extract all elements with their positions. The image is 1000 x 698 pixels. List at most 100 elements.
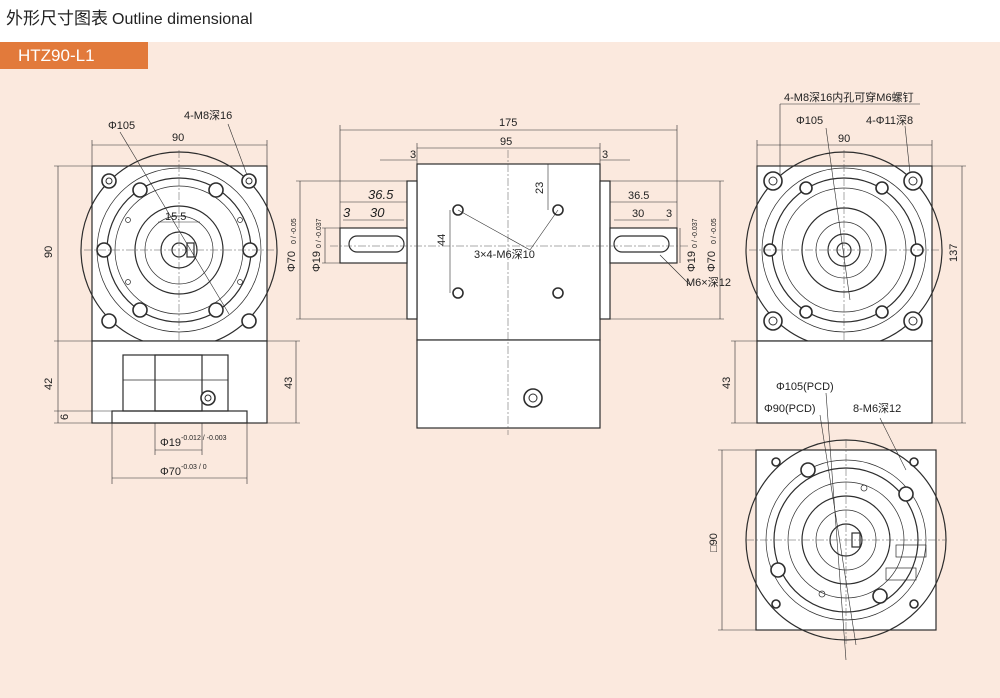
right-height-label: 137 bbox=[948, 244, 960, 262]
front-ring-bolt bbox=[132, 182, 148, 198]
title-en: Outline dimensional bbox=[112, 11, 253, 28]
front-phi105-label: Φ105 bbox=[108, 120, 135, 132]
front-ring-bolt bbox=[208, 302, 224, 318]
bottom-corner-hole bbox=[909, 457, 919, 467]
front-shaft-body bbox=[154, 354, 203, 412]
side-lower-bolt bbox=[523, 388, 543, 408]
right-corner-bolt bbox=[763, 311, 783, 331]
front-dim6-label: 6 bbox=[59, 414, 71, 420]
bottom-corner-hole bbox=[909, 599, 919, 609]
front-corner-bolt bbox=[241, 313, 257, 329]
bottom-small-hole bbox=[818, 590, 826, 598]
side-left-shaft bbox=[339, 227, 408, 264]
bottom-ring-bolt bbox=[898, 486, 914, 502]
side-lower-bolt-inner bbox=[528, 393, 538, 403]
bottom-corner-hole bbox=[771, 599, 781, 609]
bottom-side-port bbox=[895, 544, 927, 558]
title-cn: 外形尺寸图表 bbox=[6, 9, 108, 29]
bottom-ring-bolt bbox=[770, 562, 786, 578]
side-phi19-right-tol: 0 / -0.037 bbox=[692, 218, 699, 248]
side-body-label: 95 bbox=[500, 136, 512, 148]
side-body bbox=[416, 163, 601, 341]
side-right-shaft bbox=[609, 227, 678, 264]
side-key-right-label: 30 bbox=[632, 208, 644, 220]
right-ring-bolt bbox=[799, 305, 813, 319]
bottom-corner-hole bbox=[771, 457, 781, 467]
side-view: 175 95 3 3 36.5 30 3 36.5 30 3 23 44 3×4… bbox=[286, 117, 731, 435]
right-corner-bolt bbox=[903, 171, 923, 191]
front-ring-bolt bbox=[208, 182, 224, 198]
right-ring-bolt bbox=[875, 305, 889, 319]
bottom-small-hole bbox=[860, 484, 868, 492]
bottom-square-label: □90 bbox=[708, 533, 720, 552]
bottom-pcd105-leader bbox=[825, 392, 847, 661]
front-corner-bolt bbox=[101, 313, 117, 329]
right-lower-housing bbox=[756, 340, 933, 424]
front-corner-bolt bbox=[101, 173, 117, 189]
side-end-thread-leader bbox=[659, 254, 691, 286]
side-shaft-left-label: 36.5 bbox=[368, 187, 394, 202]
bottom-side-port bbox=[885, 567, 917, 581]
right-ring-bolt bbox=[799, 181, 813, 195]
side-shaft-right-label: 36.5 bbox=[628, 190, 649, 202]
side-tapped-leader bbox=[457, 209, 531, 251]
right-holes-leader bbox=[904, 125, 911, 174]
side-phi19-left-label: Φ19 bbox=[311, 251, 323, 272]
side-end-thread-label: M6×深12 bbox=[686, 276, 731, 289]
front-small-hole bbox=[125, 217, 131, 223]
bottom-ring-bolt bbox=[800, 462, 816, 478]
right-holes-label: 4-Φ11深8 bbox=[866, 114, 913, 127]
right-corner-bolt bbox=[903, 311, 923, 331]
right-dim43-label: 43 bbox=[721, 377, 733, 389]
side-right-key bbox=[613, 235, 670, 253]
front-pilot-dia-label: Φ70 bbox=[160, 466, 181, 478]
bottom-pcd90-label: Φ90(PCD) bbox=[764, 403, 816, 415]
side-gap-right-label: 3 bbox=[602, 149, 608, 161]
right-corner-bolt-inner bbox=[908, 316, 918, 326]
side-tapped-label: 3×4-M6深10 bbox=[474, 248, 535, 261]
front-height-label: 90 bbox=[43, 246, 55, 258]
bottom-holes-label: 8-M6深12 bbox=[853, 402, 901, 415]
side-phi70-left-tol: 0 / -0.05 bbox=[291, 218, 298, 244]
side-phi70-right-tol: 0 / -0.05 bbox=[711, 218, 718, 244]
right-corner-bolt-inner bbox=[908, 176, 918, 186]
right-bolts-label: 4-M8深16内孔可穿M6螺钉 bbox=[784, 90, 914, 104]
right-corner-bolt-inner bbox=[768, 316, 778, 326]
front-width-label: 90 bbox=[172, 132, 184, 144]
front-small-hole bbox=[237, 217, 243, 223]
side-key-left-off-label: 3 bbox=[343, 205, 351, 220]
front-bolts-label: 4-M8深16 bbox=[184, 109, 232, 122]
bottom-pcd90-leader bbox=[819, 414, 857, 646]
front-side-bolt bbox=[200, 390, 216, 406]
front-small-hole bbox=[237, 279, 243, 285]
side-phi70-right-label: Φ70 bbox=[706, 251, 718, 272]
right-view: 4-M8深16内孔可穿M6螺钉 Φ105 4-Φ11深8 90 137 43 bbox=[721, 90, 966, 424]
side-phi19-left-tol: 0 / -0.037 bbox=[316, 218, 323, 248]
bottom-pcd105-label: Φ105(PCD) bbox=[776, 381, 834, 393]
front-small-hole bbox=[125, 279, 131, 285]
front-ring-bolt bbox=[132, 302, 148, 318]
side-total-label: 175 bbox=[499, 117, 517, 129]
side-tapped-leader bbox=[529, 209, 559, 251]
front-shaft-tol: -0.012 / -0.003 bbox=[181, 435, 227, 442]
front-shaft-dia-label: Φ19 bbox=[160, 437, 181, 449]
side-lower-body bbox=[416, 339, 601, 429]
front-bolt-leader bbox=[227, 123, 248, 176]
side-key-left-label: 30 bbox=[370, 205, 385, 220]
side-dim23-label: 23 bbox=[534, 182, 546, 194]
bottom-ring-bolt bbox=[872, 588, 888, 604]
front-side-bolt-inner bbox=[204, 394, 212, 402]
right-width-label: 90 bbox=[838, 133, 850, 145]
right-corner-bolt-inner bbox=[768, 176, 778, 186]
side-left-flange bbox=[406, 180, 418, 320]
front-phi105-leader bbox=[119, 131, 230, 315]
side-tapped-hole bbox=[552, 287, 564, 299]
right-ring-bolt bbox=[875, 181, 889, 195]
front-view: Φ105 4-M8深16 90 90 15.5 42 43 6 Φ19 -0.0… bbox=[43, 109, 300, 484]
side-right-flange bbox=[599, 180, 611, 320]
bottom-view: Φ105(PCD) Φ90(PCD) 8-M6深12 □90 bbox=[708, 381, 947, 661]
